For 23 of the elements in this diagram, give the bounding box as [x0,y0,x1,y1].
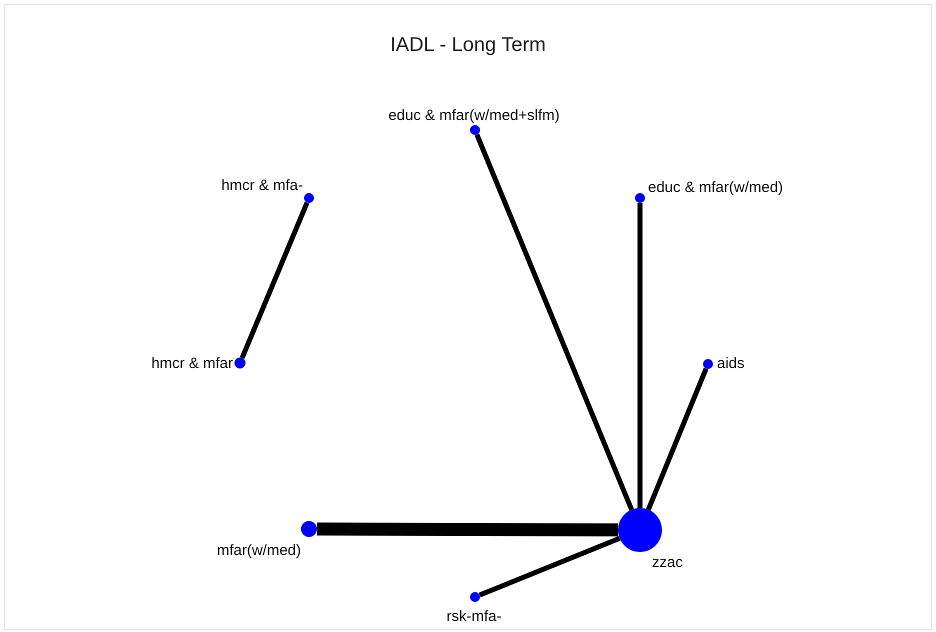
network-node [635,193,645,203]
network-node [470,125,480,135]
node-label: hmcr & mfar [151,355,233,373]
network-node [470,592,480,602]
node-label: educ & mfar(w/med) [648,179,784,197]
node-label: hmcr & mfa- [221,177,303,195]
network-node [618,508,662,552]
node-label: aids [717,355,745,373]
network-node [703,359,713,369]
edge-line [478,536,621,598]
edge-line [240,202,310,359]
edge-line [316,522,618,536]
node-label: mfar(w/med) [216,542,301,560]
node-label: rsk-mfa- [446,608,502,626]
node-label: zzac [652,554,683,572]
node-label: educ & mfar(w/med+slfm) [388,107,560,125]
edge-line [638,203,642,508]
network-node [304,193,314,203]
network-node [234,358,246,368]
edge-line [474,134,634,511]
diagram-title: IADL - Long Term [389,34,547,57]
network-node [301,521,317,537]
edge-line [646,368,708,511]
